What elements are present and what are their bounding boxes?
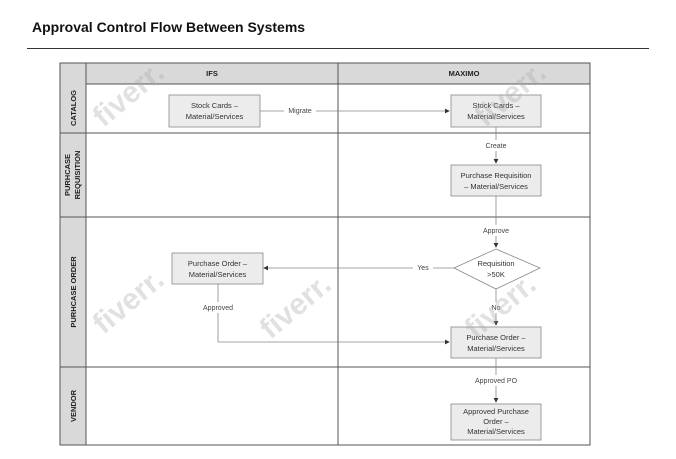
edge-approved-po-label-bg bbox=[472, 375, 520, 386]
edge-migrate-label-bg bbox=[284, 105, 316, 116]
node-approved-purchase-order: Approved Purchase Order – Material/Servi… bbox=[450, 403, 542, 441]
node-ifs-purchase-order-line1: Purchase Order – bbox=[188, 259, 248, 268]
node-requisition-decision: Requisition >50K bbox=[453, 248, 541, 290]
edge-label-approve: Approve bbox=[483, 228, 509, 235]
page-title: Approval Control Flow Between Systems bbox=[32, 19, 306, 35]
column-label-maximo: MAXIMO bbox=[449, 69, 480, 78]
edge-label-approved-po: Approved PO bbox=[475, 378, 518, 385]
edge-label-no: No bbox=[492, 305, 501, 312]
node-purchase-requisition-line2: – Material/Services bbox=[464, 182, 528, 191]
column-label-ifs: IFS bbox=[206, 69, 218, 78]
node-requisition-decision-line1: Requisition bbox=[477, 259, 514, 268]
edge-create-label-bg bbox=[481, 140, 511, 151]
edge-no-label-bg bbox=[487, 302, 505, 313]
lane-label-requisition-line1: PURHCASE bbox=[63, 154, 72, 196]
node-requisition-decision-line2: >50K bbox=[487, 270, 505, 279]
node-approved-purchase-order-line1: Approved Purchase bbox=[463, 407, 529, 416]
lane-label-purchase-order: PURHCASE ORDER bbox=[69, 256, 78, 328]
node-ifs-purchase-order-line2: Material/Services bbox=[189, 270, 247, 279]
node-approved-purchase-order-line2: Order – bbox=[483, 417, 509, 426]
edge-label-yes: Yes bbox=[417, 265, 429, 272]
node-purchase-requisition: Purchase Requisition – Material/Services bbox=[450, 164, 542, 197]
node-ifs-stock-cards: Stock Cards – Material/Services bbox=[168, 94, 261, 128]
node-approved-purchase-order-line3: Material/Services bbox=[467, 427, 525, 436]
edge-label-migrate: Migrate bbox=[288, 108, 311, 115]
node-maximo-stock-cards-line1: Stock Cards – bbox=[472, 101, 520, 110]
edge-yes-label-bg bbox=[413, 262, 433, 273]
edge-approve-label-bg bbox=[478, 225, 514, 236]
node-ifs-stock-cards-line2: Material/Services bbox=[186, 112, 244, 121]
edge-label-create: Create bbox=[485, 143, 506, 150]
edge-approved-label-bg bbox=[198, 302, 238, 313]
lane-label-vendor: VENDOR bbox=[69, 389, 78, 422]
node-maximo-stock-cards-line2: Material/Services bbox=[467, 112, 525, 121]
node-maximo-purchase-order-line2: Material/Services bbox=[467, 344, 525, 353]
node-maximo-purchase-order-line1: Purchase Order – bbox=[466, 333, 526, 342]
title-divider bbox=[27, 48, 649, 49]
node-maximo-purchase-order: Purchase Order – Material/Services bbox=[450, 326, 542, 359]
lane-header-column bbox=[59, 62, 87, 446]
node-ifs-purchase-order: Purchase Order – Material/Services bbox=[171, 252, 264, 285]
node-ifs-stock-cards-line1: Stock Cards – bbox=[191, 101, 239, 110]
lane-label-requisition-line2: REQUISITION bbox=[73, 151, 82, 200]
node-purchase-requisition-line1: Purchase Requisition bbox=[461, 171, 532, 180]
lane-label-catalog: CATALOG bbox=[69, 90, 78, 126]
edge-label-approved: Approved bbox=[203, 305, 233, 312]
node-maximo-stock-cards: Stock Cards – Material/Services bbox=[450, 94, 542, 128]
